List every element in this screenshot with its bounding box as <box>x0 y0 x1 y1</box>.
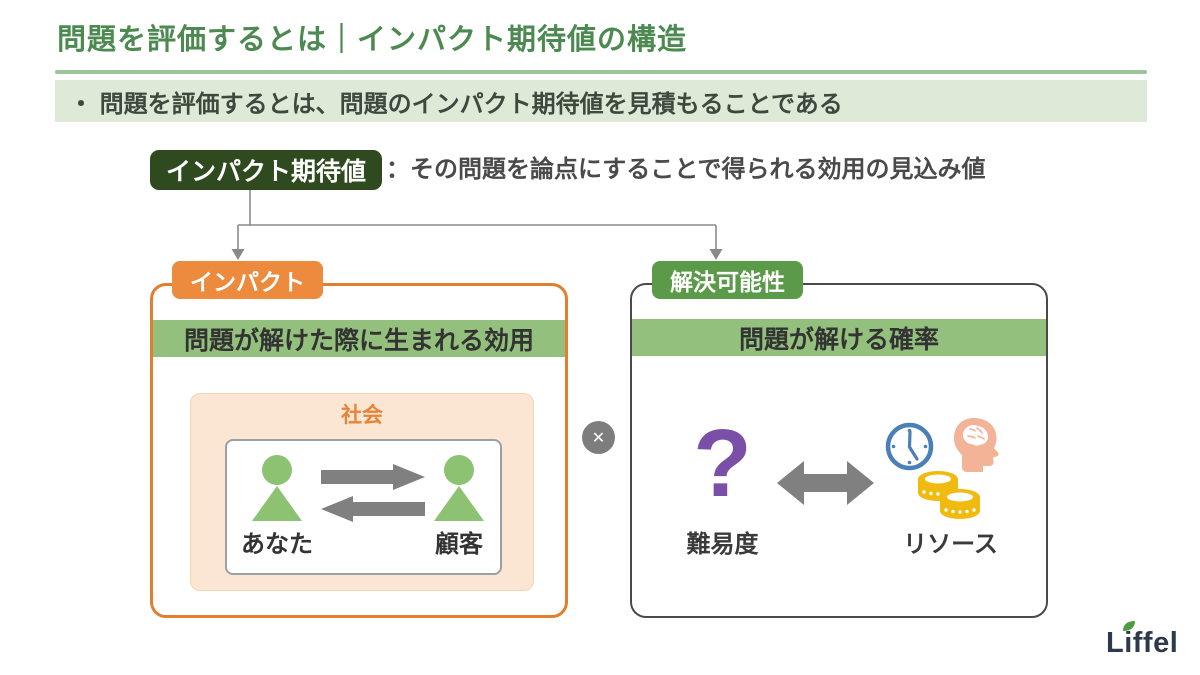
arrow-left-icon <box>320 496 425 522</box>
double-arrow-icon <box>777 461 874 505</box>
clock-icon <box>885 422 934 471</box>
impact-ev-badge: インパクト期待値 <box>150 150 383 190</box>
exchange-box: あなた 顧客 <box>225 439 502 575</box>
resources-label: リソース <box>903 531 998 558</box>
branch-arrows-icon <box>231 190 723 260</box>
you-label: あなた <box>241 531 313 558</box>
exchange-arrows <box>320 464 425 573</box>
summary-banner: ・ 問題を評価するとは、問題のインパクト期待値を見積もることである <box>55 80 1147 122</box>
impact-box-header: 問題が解けた際に生まれる効用 <box>153 320 565 357</box>
leaf-icon <box>1123 621 1135 631</box>
society-label: 社会 <box>341 404 383 427</box>
summary-text: ・ 問題を評価するとは、問題のインパクト期待値を見積もることである <box>69 90 843 118</box>
customer-label: 顧客 <box>435 531 483 558</box>
logo-text: Liffel <box>1106 627 1179 659</box>
coins-icon <box>918 471 980 519</box>
impact-ev-description: ：その問題を論点にすることで得られる効用の見込み値 <box>386 156 986 183</box>
solvability-box-header: 問題が解ける確率 <box>632 319 1046 356</box>
title-underline <box>55 70 1147 74</box>
difficulty-label: 難易度 <box>686 531 759 558</box>
solvability-badge: 解決可能性 <box>652 261 803 299</box>
impact-box: 問題が解けた際に生まれる効用 社会 あなた <box>150 283 568 618</box>
person-icon <box>434 455 484 521</box>
society-box: 社会 あなた <box>190 393 534 591</box>
you-figure: あなた <box>241 455 313 573</box>
person-icon <box>252 455 302 521</box>
arrow-right-icon <box>320 464 425 490</box>
customer-figure: 顧客 <box>432 455 486 573</box>
multiply-icon: ✕ <box>582 421 615 454</box>
impact-badge: インパクト <box>172 261 323 299</box>
question-mark: ? <box>693 410 752 517</box>
page-title: 問題を評価するとは｜インパクト期待値の構造 <box>57 24 688 56</box>
liffel-logo: Liffel <box>1106 621 1179 660</box>
brain-icon <box>954 418 999 472</box>
